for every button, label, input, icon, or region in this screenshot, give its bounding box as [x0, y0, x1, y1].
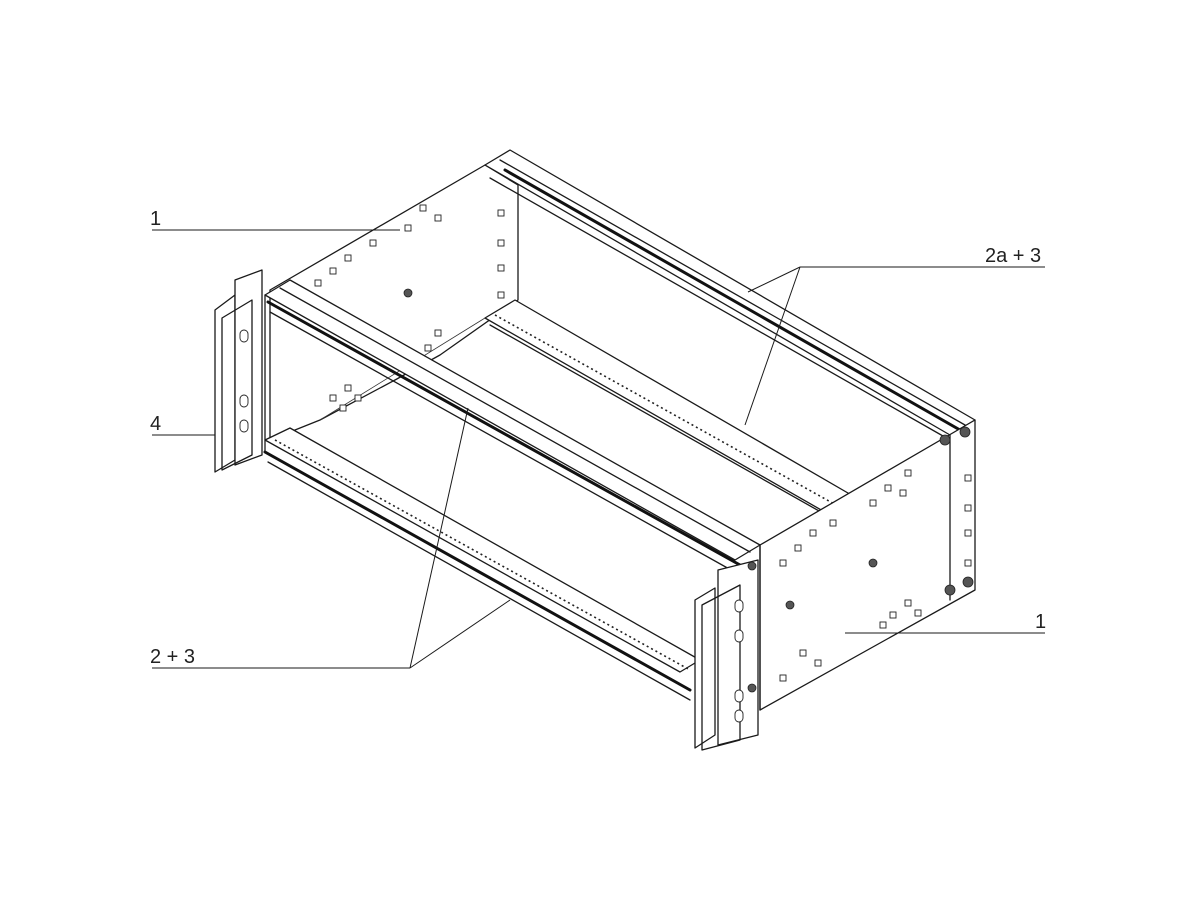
handle-left: [214, 269, 263, 473]
front-bottom-rail: [264, 427, 701, 673]
callout-label-handle: 4: [150, 413, 161, 435]
subrack-frame: [263, 149, 976, 711]
callout-label-side-panel-bottom: 1: [1035, 611, 1046, 633]
callout-label-side-panel-top: 1: [150, 208, 161, 230]
callout-labels: 1 2a + 3 4 2 + 3 1: [150, 208, 1046, 668]
callout-label-rear-rails: 2a + 3: [985, 245, 1041, 267]
callout-label-front-rails: 2 + 3: [150, 646, 195, 668]
mounting-holes: [314, 204, 974, 682]
handle-right: [694, 559, 759, 751]
leader-lines: [152, 229, 1045, 669]
